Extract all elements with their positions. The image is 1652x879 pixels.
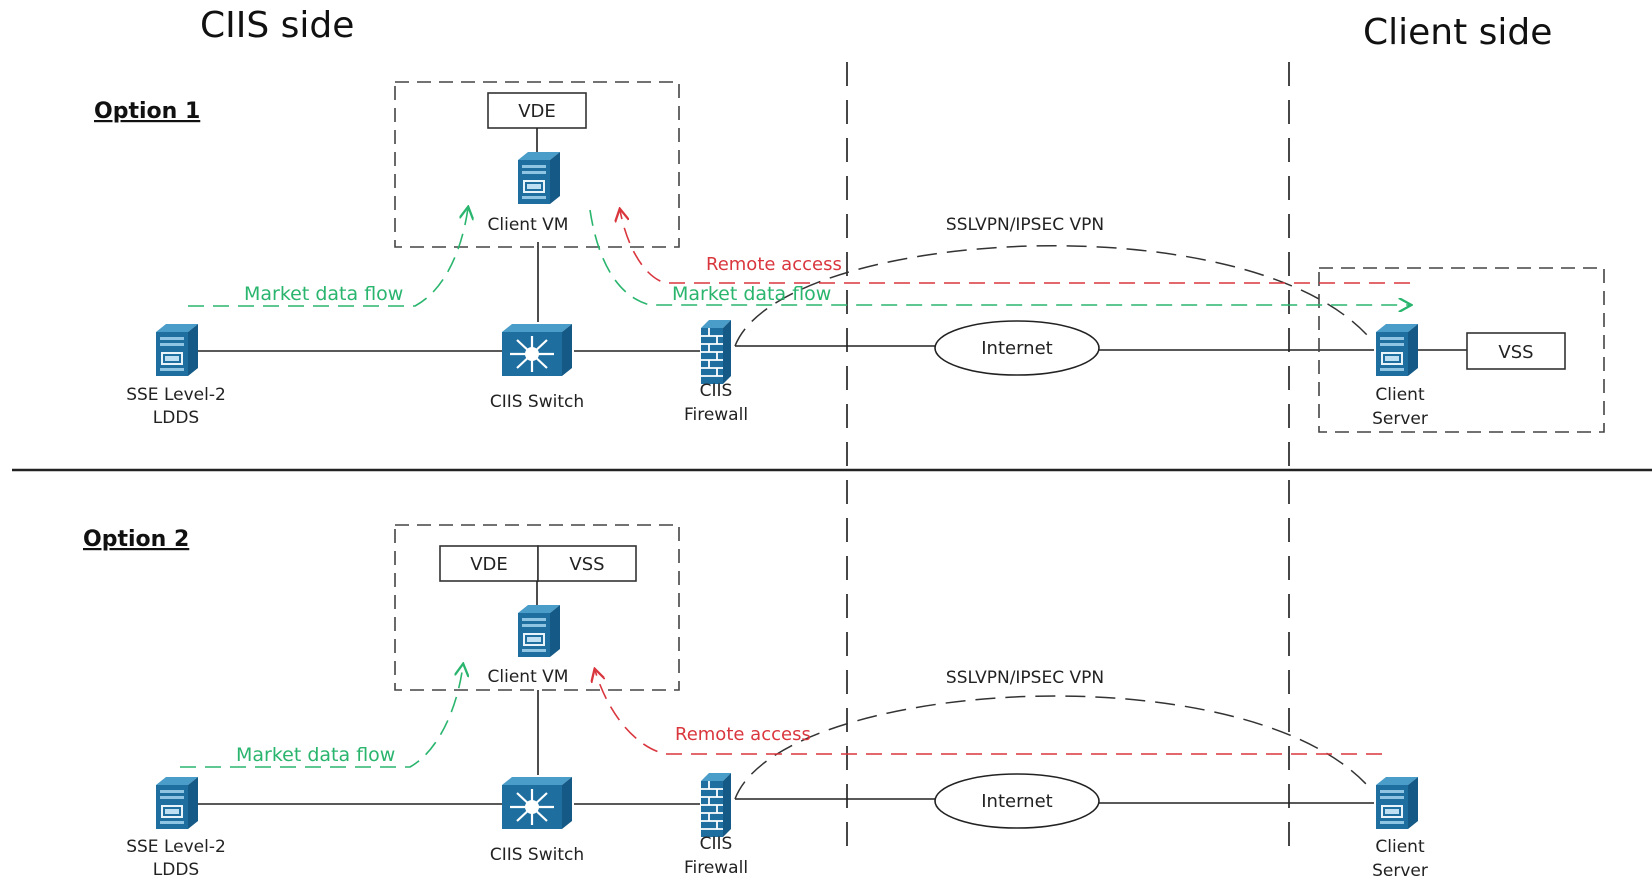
- client-server-label-line2: Server: [1372, 861, 1428, 879]
- client-server-label-line2: Server: [1372, 409, 1428, 429]
- firewall-label-line1: CIIS: [700, 381, 733, 401]
- remote-access-flow: [620, 210, 1410, 284]
- client-server-label-line1: Client: [1375, 385, 1425, 405]
- client-side-title: Client side: [1363, 12, 1552, 53]
- sse-label-line2: LDDS: [153, 408, 199, 428]
- remote-access-label: Remote access: [675, 724, 811, 745]
- switch-label: CIIS Switch: [490, 845, 584, 865]
- market-data-flow-left: [188, 208, 468, 307]
- vss-box: [537, 545, 637, 582]
- sse-label-line2: LDDS: [153, 860, 199, 879]
- client-server-label-line1: Client: [1375, 837, 1425, 857]
- vpn-label: SSLVPN/IPSEC VPN: [946, 668, 1104, 688]
- option-1-section: Option 1 VDE Client VM SSE Level-2 LDDS …: [94, 81, 1605, 433]
- client-vm-server-icon: [517, 604, 561, 658]
- vde-box: [487, 92, 587, 129]
- remote-access-label: Remote access: [706, 254, 842, 275]
- ciis-firewall-icon: [700, 319, 732, 385]
- vpn-tunnel-arc: [734, 245, 1368, 347]
- client-vm-container: [394, 81, 680, 248]
- client-vm-server-icon: [517, 151, 561, 205]
- client-vm-container: [394, 524, 680, 691]
- vpn-label: SSLVPN/IPSEC VPN: [946, 215, 1104, 235]
- ciis-switch-icon: [500, 322, 574, 378]
- vde-box: [439, 545, 539, 582]
- option-1-title: Option 1: [94, 99, 200, 124]
- sse-label-line1: SSE Level-2: [126, 385, 226, 405]
- market-data-label-right: Market data flow: [672, 283, 831, 305]
- option-2-section: Option 2 VDE VSS Client VM SSE Level-2 L…: [83, 524, 1428, 879]
- internet-cloud: [934, 773, 1100, 829]
- sse-level2-server-icon: [155, 776, 199, 830]
- client-vm-label: Client VM: [488, 667, 569, 687]
- sse-label-line1: SSE Level-2: [126, 837, 226, 857]
- ciis-firewall-icon: [700, 772, 732, 838]
- vss-label: VSS: [569, 554, 604, 575]
- internet-label: Internet: [981, 338, 1052, 359]
- ciis-switch-icon: [500, 775, 574, 831]
- market-data-label-left: Market data flow: [244, 283, 403, 305]
- option-2-title: Option 2: [83, 527, 189, 552]
- vde-label: VDE: [470, 554, 508, 575]
- firewall-label-line2: Firewall: [684, 858, 748, 878]
- market-data-flow-left: [180, 665, 463, 768]
- client-side-container: [1318, 267, 1605, 433]
- firewall-label-line1: CIIS: [700, 834, 733, 854]
- market-data-label-left: Market data flow: [236, 744, 395, 766]
- vde-label: VDE: [518, 101, 556, 122]
- switch-label: CIIS Switch: [490, 392, 584, 412]
- firewall-label-line2: Firewall: [684, 405, 748, 425]
- vss-box: [1466, 332, 1566, 370]
- internet-label: Internet: [981, 791, 1052, 812]
- client-server-icon: [1375, 776, 1419, 830]
- internet-cloud: [934, 320, 1100, 376]
- client-vm-label: Client VM: [488, 215, 569, 235]
- vss-label: VSS: [1498, 342, 1533, 363]
- market-data-flow-right: [589, 209, 1410, 305]
- ciis-side-title: CIIS side: [200, 5, 354, 46]
- sse-level2-server-icon: [155, 323, 199, 377]
- client-server-icon: [1375, 323, 1419, 377]
